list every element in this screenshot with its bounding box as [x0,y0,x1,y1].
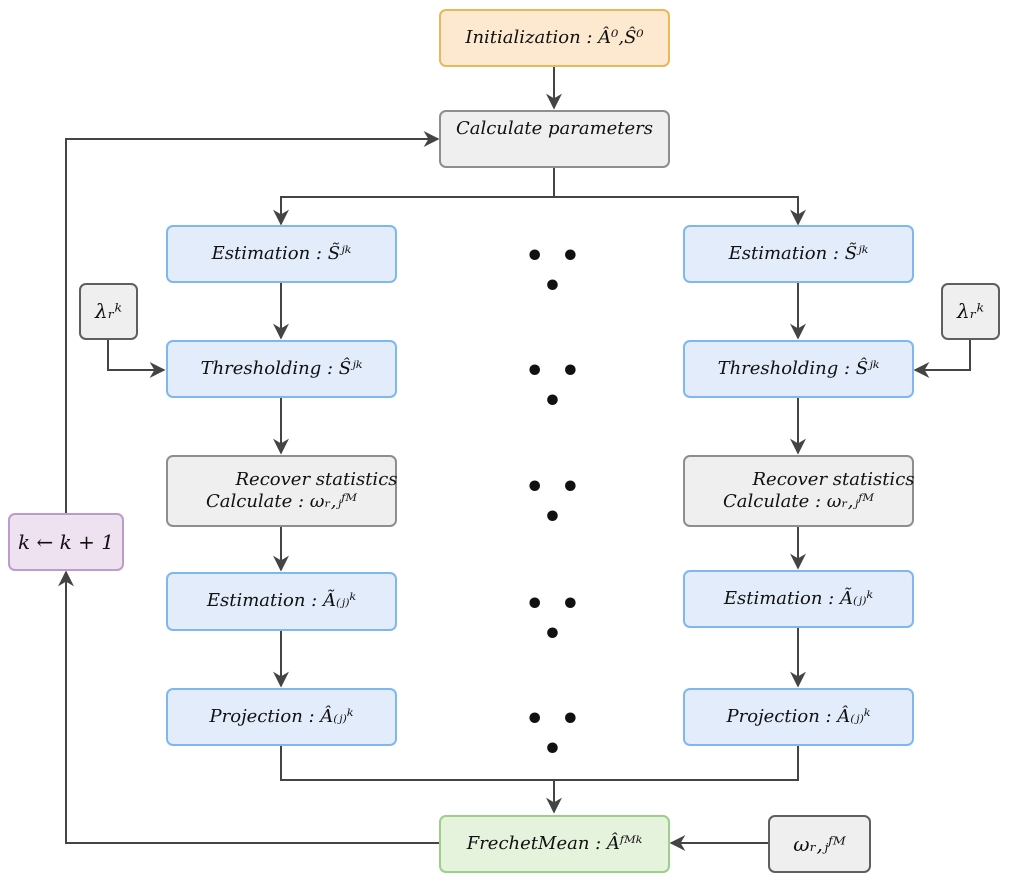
initialization-label: Initialization : Â⁰,Ŝ⁰ [465,26,644,48]
counter-label: k ← k + 1 [18,529,114,554]
ellipsis-row-3: • • • [525,470,583,535]
right-estimation-a-box: Estimation : Ã₍ⱼ₎ᵏ [683,570,914,628]
left-thresholding-box: Thresholding : Ŝʲᵏ [166,340,397,398]
ellipsis-row-4: • • • [525,587,583,652]
left-estimation-a-box: Estimation : Ã₍ⱼ₎ᵏ [166,572,397,631]
right-projection-box: Projection : Â₍ⱼ₎ᵏ [683,688,914,746]
lambda-left-box: λᵣᵏ [79,283,138,340]
left-calculate-label: Calculate : ωᵣ,ⱼᶠᴹ [205,491,358,512]
arrow-lambda-right [913,340,971,378]
left-estimation-s-box: Estimation : S̃ʲᵏ [166,225,397,283]
left-projection-label: Projection : Â₍ⱼ₎ᵏ [209,705,354,727]
arrow-frechet-to-counter [58,570,440,844]
left-recover-box: Recover statistics Calculate : ωᵣ,ⱼᶠᴹ [166,455,398,527]
omega-label: ωᵣ,ⱼᶠᴹ [793,831,846,856]
left-thresholding-label: Thresholding : Ŝʲᵏ [200,357,363,379]
left-estimation-s-label: Estimation : S̃ʲᵏ [211,242,352,264]
right-projection-label: Projection : Â₍ⱼ₎ᵏ [726,705,871,727]
ellipsis-row-5: • • • [525,702,583,767]
right-calculate-label: Calculate : ωᵣ,ⱼᶠᴹ [722,491,875,512]
lambda-left-label: λᵣᵏ [95,299,122,323]
calculate-parameters-label: Calculate parameters [455,118,654,139]
arrow-lambda-left [107,340,166,378]
lambda-right-label: λᵣᵏ [957,299,984,323]
ellipsis-row-2: • • • [525,354,583,419]
left-projection-box: Projection : Â₍ⱼ₎ᵏ [166,688,397,746]
right-thresholding-box: Thresholding : Ŝʲᵏ [683,340,914,398]
frechet-mean-label: FrechetMean : Âᶠᴹᵏ [466,832,643,854]
arrow-split-right [554,196,806,226]
right-estimation-s-label: Estimation : S̃ʲᵏ [728,242,869,264]
right-estimation-s-box: Estimation : S̃ʲᵏ [683,225,914,283]
initialization-box: Initialization : Â⁰,Ŝ⁰ [439,9,670,67]
lambda-right-box: λᵣᵏ [941,283,1000,340]
left-recover-label: Recover statistics [235,468,398,490]
arrow-split-left [273,196,554,226]
arrow-counter-to-calc [65,131,440,513]
counter-box: k ← k + 1 [8,513,124,571]
ellipsis-row-1: • • • [525,239,583,304]
omega-box: ωᵣ,ⱼᶠᴹ [768,815,871,873]
left-estimation-a-label: Estimation : Ã₍ⱼ₎ᵏ [206,590,357,612]
frechet-mean-box: FrechetMean : Âᶠᴹᵏ [439,815,670,873]
right-recover-box: Recover statistics Calculate : ωᵣ,ⱼᶠᴹ [683,455,915,527]
right-thresholding-label: Thresholding : Ŝʲᵏ [717,357,880,379]
right-estimation-a-label: Estimation : Ã₍ⱼ₎ᵏ [723,587,874,609]
calculate-parameters-box: Calculate parameters [439,110,670,168]
arrow-merge [280,746,799,781]
right-recover-label: Recover statistics [752,468,915,490]
